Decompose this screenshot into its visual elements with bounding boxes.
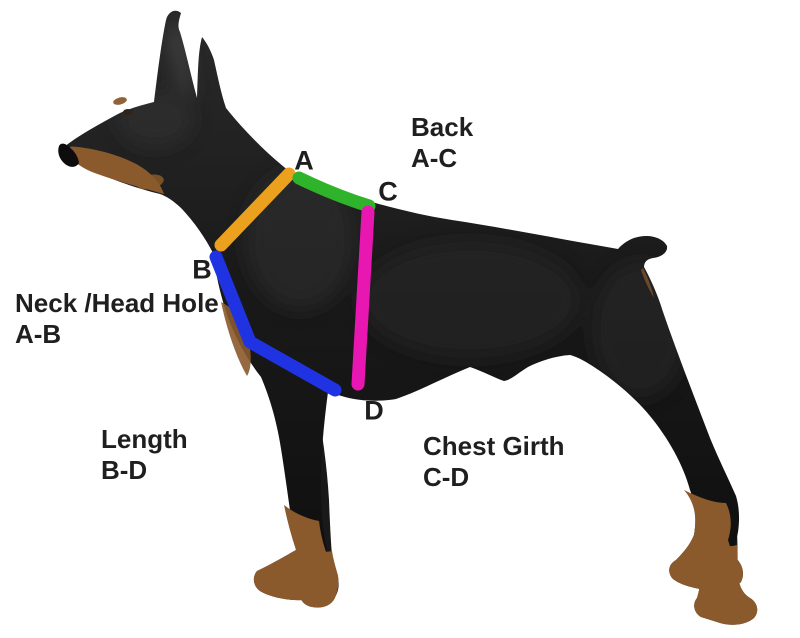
- far-front-leg-tan: [299, 545, 339, 608]
- length-measure-line: [209, 250, 342, 397]
- marker-d: D: [364, 395, 384, 426]
- length-label-title: Length: [101, 424, 188, 454]
- neck-label-range: A-B: [15, 319, 62, 349]
- chest-label: Chest Girth C-D: [423, 431, 565, 493]
- chest-label-title: Chest Girth: [423, 431, 565, 461]
- back-label: Back A-C: [411, 112, 473, 174]
- under-tail-tan-sliver: [641, 268, 654, 298]
- neck-measure-line: [214, 167, 296, 252]
- chest-tan-streak: [221, 302, 251, 376]
- back-measure-line: [292, 171, 376, 213]
- neck-label: Neck /Head Hole A-B: [15, 288, 219, 350]
- far-hind-leg-tan: [694, 540, 758, 625]
- marker-a: A: [294, 145, 314, 176]
- length-label-range: B-D: [101, 455, 148, 485]
- marker-c: C: [378, 176, 398, 207]
- eye: [123, 109, 133, 115]
- eyebrow-tan-dot: [113, 97, 127, 105]
- neck-label-title: Neck /Head Hole: [15, 288, 219, 318]
- cheek-tan-spot: [136, 174, 164, 190]
- nose: [58, 143, 79, 167]
- back-label-title: Back: [411, 112, 474, 142]
- chest-label-range: C-D: [423, 462, 470, 492]
- tan-markings: [64, 97, 758, 625]
- marker-b: B: [192, 254, 212, 285]
- back-label-range: A-C: [411, 143, 458, 173]
- chest-measure-line: [351, 205, 375, 391]
- measurement-lines: [209, 167, 376, 397]
- length-label: Length B-D: [101, 424, 188, 486]
